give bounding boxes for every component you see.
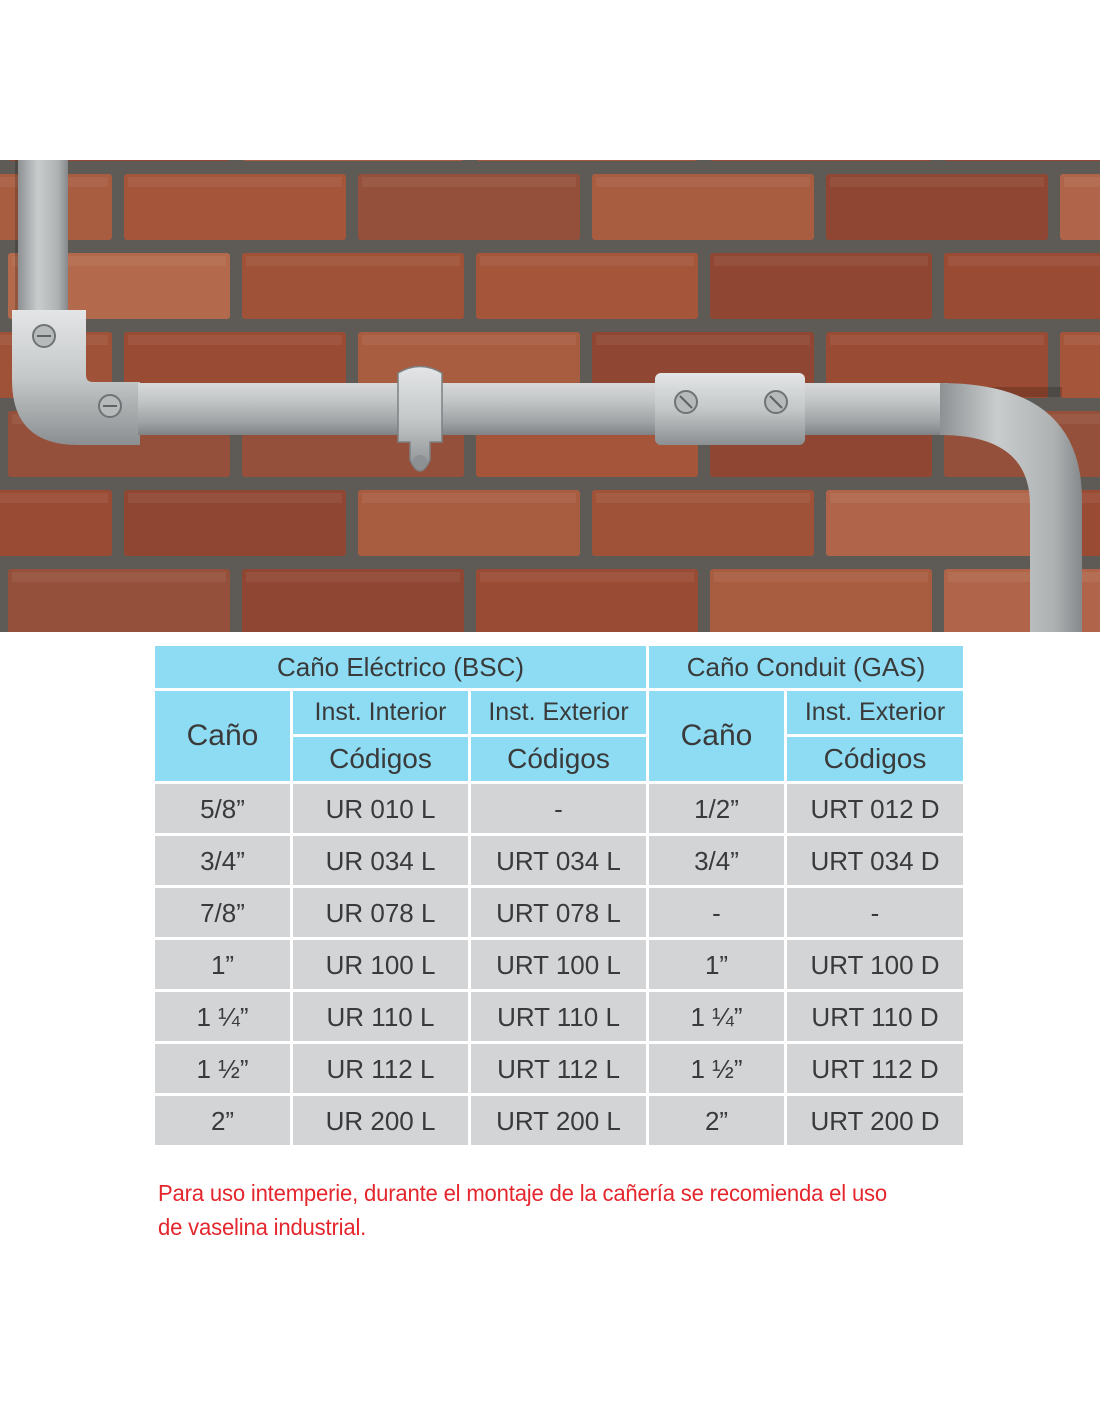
brick <box>592 490 814 556</box>
brick <box>124 174 346 240</box>
cell-exterior-gas: URT 034 D <box>787 836 964 885</box>
cell-interior: UR 110 L <box>293 992 468 1041</box>
brick <box>358 490 580 556</box>
cell-cano-gas: - <box>649 888 784 937</box>
table-row: 1” UR 100 L URT 100 L 1” URT 100 D <box>155 940 964 989</box>
group-header-electrico: Caño Eléctrico (BSC) <box>155 646 646 688</box>
brick-wall-illustration <box>0 160 1100 632</box>
brick <box>710 253 932 319</box>
cell-cano-gas: 3/4” <box>649 836 784 885</box>
brick <box>124 332 346 398</box>
col-header-inst-exterior: Inst. Exterior <box>787 691 964 734</box>
brick <box>710 160 932 161</box>
cell-cano-gas: 2” <box>649 1096 784 1145</box>
usage-note: Para uso intemperie, durante el montaje … <box>158 1180 887 1240</box>
cell-cano-gas: 1/2” <box>649 784 784 833</box>
brick <box>242 569 464 632</box>
cell-exterior: URT 200 L <box>471 1096 646 1145</box>
brick <box>826 490 1048 556</box>
col-header-cano: Caño <box>155 691 290 781</box>
brick-wall-photo <box>0 160 1100 632</box>
table-row: 1 ¼” UR 110 L URT 110 L 1 ¼” URT 110 D <box>155 992 964 1041</box>
brick <box>476 569 698 632</box>
brick <box>1060 174 1100 240</box>
cell-cano: 5/8” <box>155 784 290 833</box>
codes-table-container: Caño Eléctrico (BSC) Caño Conduit (GAS) … <box>155 646 964 1148</box>
cell-exterior-gas: URT 110 D <box>787 992 964 1041</box>
table-body: 5/8” UR 010 L - 1/2” URT 012 D 3/4” UR 0… <box>155 784 964 1145</box>
brick <box>476 160 698 161</box>
table-row: 7/8” UR 078 L URT 078 L - - <box>155 888 964 937</box>
brick <box>944 160 1100 161</box>
table-row: 1 ½” UR 112 L URT 112 L 1 ½” URT 112 D <box>155 1044 964 1093</box>
table-row: 5/8” UR 010 L - 1/2” URT 012 D <box>155 784 964 833</box>
cell-exterior-gas: URT 112 D <box>787 1044 964 1093</box>
col-header-inst-interior: Inst. Interior <box>293 691 468 734</box>
right-pipe-bend <box>940 383 1082 632</box>
cell-cano-gas: 1 ½” <box>649 1044 784 1093</box>
cell-cano: 7/8” <box>155 888 290 937</box>
brick <box>358 174 580 240</box>
cell-cano: 2” <box>155 1096 290 1145</box>
brick <box>476 253 698 319</box>
group-header-conduit: Caño Conduit (GAS) <box>649 646 964 688</box>
cell-exterior: URT 100 L <box>471 940 646 989</box>
brick <box>0 490 112 556</box>
cell-exterior: - <box>471 784 646 833</box>
cell-cano-gas: 1 ¼” <box>649 992 784 1041</box>
cell-interior: UR 100 L <box>293 940 468 989</box>
brick <box>1060 332 1100 398</box>
codes-table: Caño Eléctrico (BSC) Caño Conduit (GAS) … <box>152 643 966 1148</box>
brick <box>826 174 1048 240</box>
brick <box>826 332 1048 398</box>
cell-exterior-gas: URT 012 D <box>787 784 964 833</box>
coupling-fitting <box>655 373 805 445</box>
cell-cano: 1” <box>155 940 290 989</box>
vertical-pipe-left <box>18 160 68 320</box>
col-header-inst-exterior: Inst. Exterior <box>471 691 646 734</box>
col-header-codigos: Códigos <box>787 737 964 781</box>
cell-exterior: URT 110 L <box>471 992 646 1041</box>
brick <box>242 253 464 319</box>
cell-cano-gas: 1” <box>649 940 784 989</box>
clamp-screw-icon <box>413 455 427 469</box>
cell-interior: UR 078 L <box>293 888 468 937</box>
cell-interior: UR 034 L <box>293 836 468 885</box>
brick <box>592 174 814 240</box>
brick <box>8 569 230 632</box>
table-row: 3/4” UR 034 L URT 034 L 3/4” URT 034 D <box>155 836 964 885</box>
brick <box>242 160 464 161</box>
cell-exterior-gas: URT 100 D <box>787 940 964 989</box>
pipe-clamp <box>397 365 443 472</box>
cell-exterior-gas: - <box>787 888 964 937</box>
cell-exterior: URT 034 L <box>471 836 646 885</box>
col-header-cano: Caño <box>649 691 784 781</box>
cell-cano: 1 ¼” <box>155 992 290 1041</box>
cell-interior: UR 112 L <box>293 1044 468 1093</box>
table-row: 2” UR 200 L URT 200 L 2” URT 200 D <box>155 1096 964 1145</box>
brick <box>124 490 346 556</box>
col-header-codigos: Códigos <box>471 737 646 781</box>
cell-exterior-gas: URT 200 D <box>787 1096 964 1145</box>
cell-cano: 3/4” <box>155 836 290 885</box>
brick <box>710 569 932 632</box>
cell-interior: UR 010 L <box>293 784 468 833</box>
cell-exterior: URT 078 L <box>471 888 646 937</box>
brick <box>944 253 1100 319</box>
cell-cano: 1 ½” <box>155 1044 290 1093</box>
cell-exterior: URT 112 L <box>471 1044 646 1093</box>
cell-interior: UR 200 L <box>293 1096 468 1145</box>
col-header-codigos: Códigos <box>293 737 468 781</box>
